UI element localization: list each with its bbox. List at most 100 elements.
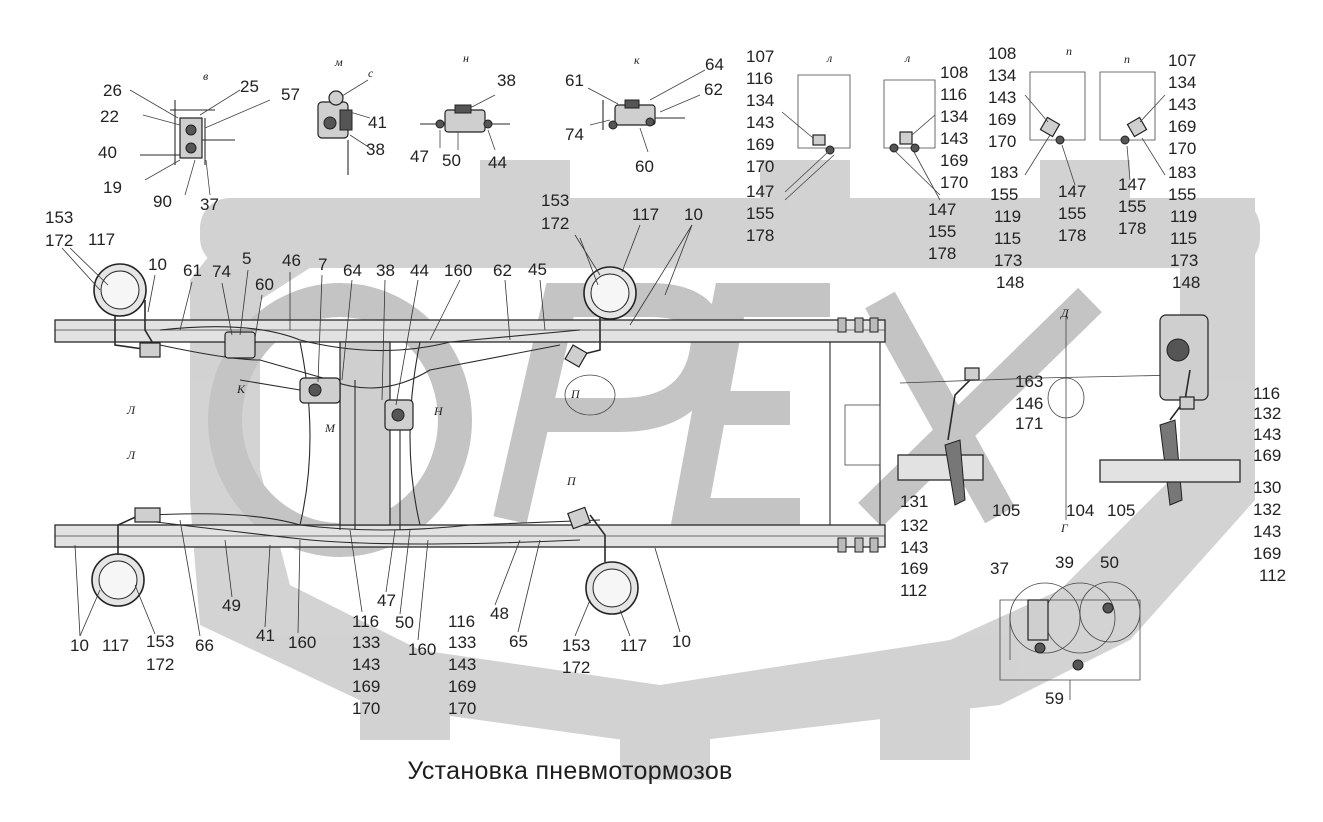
callout-62: 62	[704, 80, 723, 99]
callout-116b: 116	[940, 85, 967, 104]
callout-65: 65	[509, 632, 528, 651]
view-label-K: К	[236, 382, 246, 396]
callout-60: 60	[635, 157, 654, 176]
callout-47: 47	[410, 147, 429, 166]
callout-143f: 143	[1253, 522, 1281, 541]
callout-116d: 116	[352, 612, 379, 631]
callout-169f: 169	[1253, 544, 1281, 563]
callouts: 26 25 57 22 40 19 90 37 41 38 38 47 50 4…	[45, 44, 1286, 718]
callout-148b: 148	[1172, 273, 1200, 292]
callout-38a: 38	[366, 140, 385, 159]
callout-133b: 133	[448, 633, 476, 652]
callout-105a: 105	[992, 501, 1020, 520]
callout-163: 163	[1015, 372, 1043, 391]
callout-143a: 143	[746, 113, 774, 132]
view-label-p1: п	[1066, 44, 1072, 58]
callout-169h: 169	[352, 677, 380, 696]
callout-172b: 172	[541, 214, 569, 233]
view-p-circle	[564, 374, 616, 416]
callout-44b: 44	[410, 261, 429, 280]
view-label-l1: л	[826, 51, 832, 65]
callout-40: 40	[98, 143, 117, 162]
callout-10b: 10	[684, 205, 703, 224]
view-label-m: м	[334, 55, 343, 69]
callout-148a: 148	[996, 273, 1024, 292]
detail-view-g	[999, 581, 1141, 700]
callout-105b: 105	[1107, 501, 1135, 520]
callout-44: 44	[488, 153, 507, 172]
valves	[134, 331, 591, 530]
callout-90: 90	[153, 192, 172, 211]
callout-146: 146	[1015, 394, 1043, 413]
callout-153d: 153	[562, 636, 590, 655]
callout-117d: 117	[620, 636, 647, 655]
callout-104: 104	[1066, 501, 1094, 520]
callout-160a: 160	[444, 261, 472, 280]
callout-61b: 61	[183, 261, 202, 280]
callout-116c: 116	[1253, 384, 1280, 403]
callout-107b: 107	[1168, 51, 1196, 70]
callout-39: 39	[1055, 553, 1074, 572]
callout-60b: 60	[255, 275, 274, 294]
callout-153b: 153	[541, 191, 569, 210]
callout-117c: 117	[102, 636, 129, 655]
callout-143i: 143	[448, 655, 476, 674]
callout-147a: 147	[746, 182, 774, 201]
callout-107a: 107	[746, 47, 774, 66]
callout-132b: 132	[1253, 500, 1281, 519]
callout-74b: 74	[212, 262, 231, 281]
detail-view-d	[897, 315, 1181, 520]
callout-108a: 108	[940, 63, 968, 82]
callout-66: 66	[195, 636, 214, 655]
chassis-frame	[54, 317, 886, 553]
callout-45: 45	[528, 260, 547, 279]
callout-38b: 38	[497, 71, 516, 90]
callout-48: 48	[490, 604, 509, 623]
callout-143b: 143	[940, 129, 968, 148]
callout-143c: 143	[988, 88, 1016, 107]
callout-62b: 62	[493, 261, 512, 280]
callout-41: 41	[368, 113, 387, 132]
callout-153c: 153	[146, 632, 174, 651]
diagram-title: Установка пневмотормозов	[407, 757, 733, 785]
callout-117b: 117	[632, 205, 659, 224]
callout-171: 171	[1015, 414, 1043, 433]
callout-147d: 147	[1118, 175, 1146, 194]
callout-46: 46	[282, 251, 301, 270]
brake-chamber-front-right	[91, 514, 145, 607]
callout-64: 64	[705, 55, 724, 74]
callout-134b: 134	[940, 107, 968, 126]
callout-26: 26	[103, 81, 122, 100]
callout-116a: 116	[746, 69, 773, 88]
callout-155b: 155	[928, 222, 956, 241]
callout-132c: 132	[900, 516, 928, 535]
detail-view-n	[420, 94, 510, 151]
callout-155f: 155	[1168, 185, 1196, 204]
callout-178c: 178	[1058, 226, 1086, 245]
view-label-G: Г	[1060, 521, 1069, 535]
callout-59: 59	[1045, 689, 1064, 708]
view-label-v: в	[203, 69, 208, 83]
view-label-P1: П	[570, 387, 581, 401]
callout-10d: 10	[672, 632, 691, 651]
callout-134c: 134	[988, 66, 1016, 85]
callout-170d: 170	[1168, 139, 1196, 158]
view-label-p2: п	[1124, 52, 1130, 66]
callout-155d: 155	[1058, 204, 1086, 223]
callout-170f: 170	[448, 699, 476, 718]
callout-38c: 38	[376, 261, 395, 280]
brake-chamber-rear-right	[585, 514, 639, 615]
callout-57: 57	[281, 85, 300, 104]
callout-115a: 115	[994, 229, 1021, 248]
callout-25: 25	[240, 77, 259, 96]
callout-108b: 108	[988, 44, 1016, 63]
callout-143h: 143	[352, 655, 380, 674]
callout-169a: 169	[746, 135, 774, 154]
brake-chamber-rear-left	[579, 266, 637, 356]
callout-64b: 64	[343, 261, 362, 280]
watermark-gear	[190, 160, 1260, 780]
view-label-k: к	[634, 53, 640, 67]
brake-chamber-front-left	[93, 263, 161, 356]
callout-131: 131	[900, 492, 928, 511]
callout-22: 22	[100, 107, 119, 126]
